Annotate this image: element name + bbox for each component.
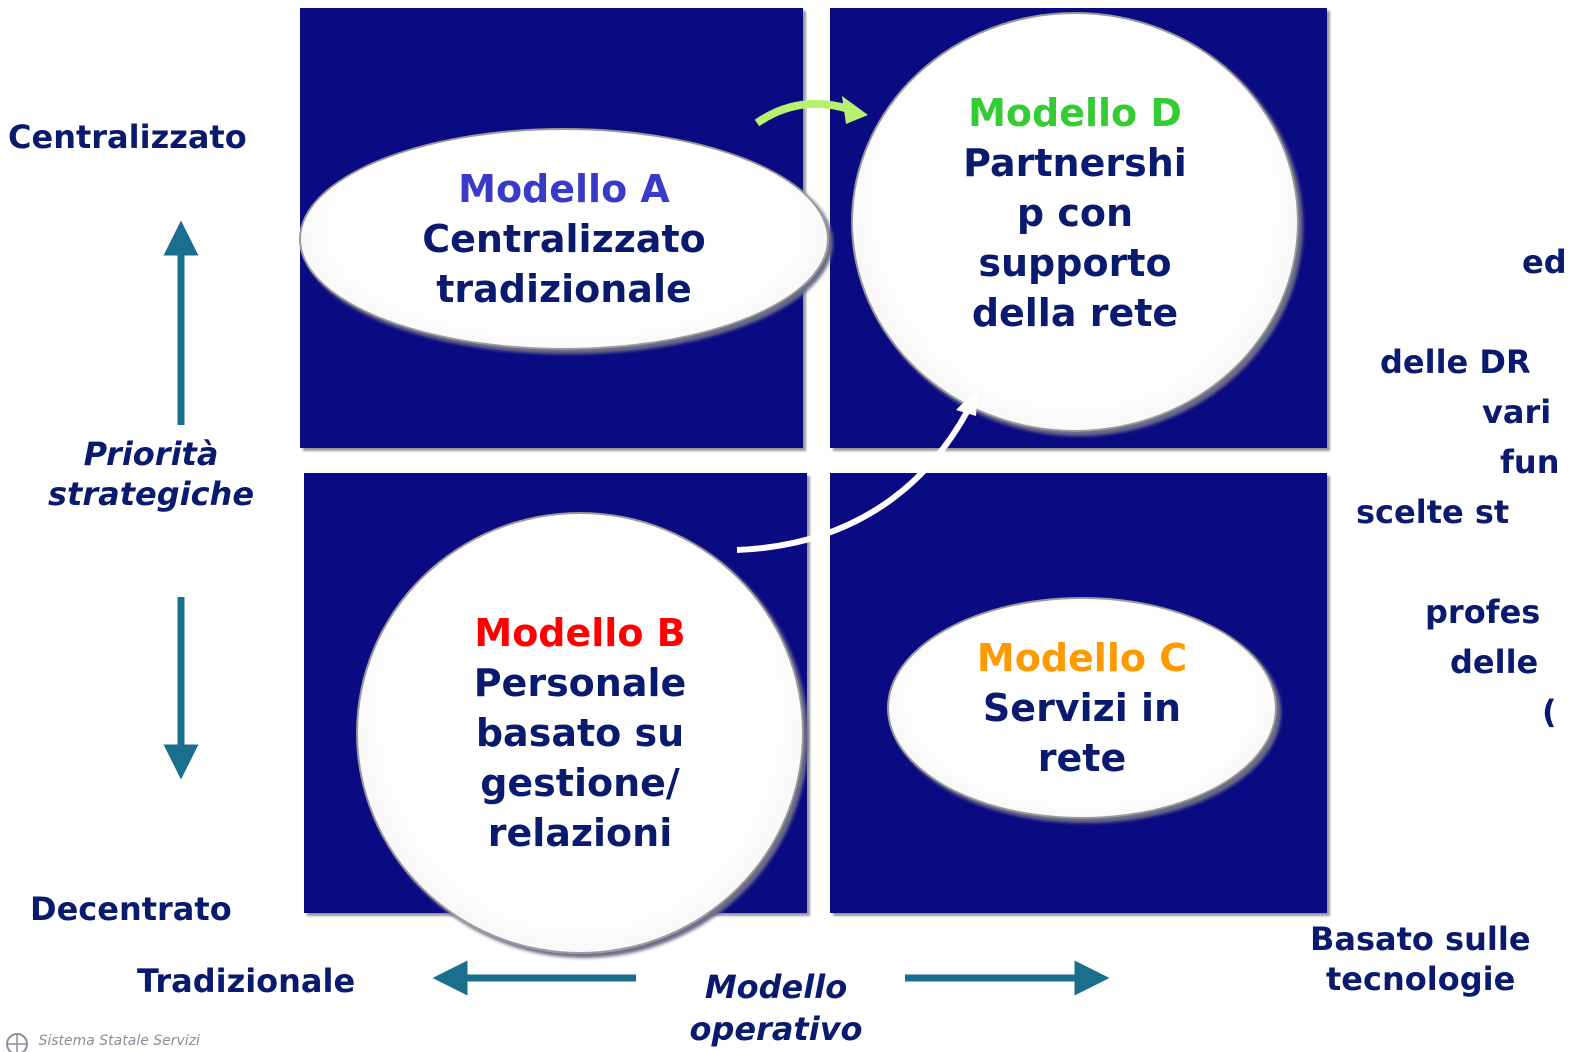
- transition-arrow-a-to-d: [754, 99, 854, 127]
- model-d-line: della rete: [971, 291, 1179, 335]
- axis-vertical-caption: Priorità strategiche: [30, 434, 272, 514]
- side-text-line: scelte st: [1356, 493, 1510, 531]
- axis-bottom-label: Decentrato: [30, 890, 232, 928]
- axis-right-label-line: tecnologie: [1326, 960, 1516, 998]
- side-text-line: [1330, 287, 1572, 337]
- side-text-line: fun: [1500, 443, 1560, 481]
- side-text-clip: ed delle DR vari fun scelte st profes de…: [1330, 0, 1572, 900]
- axis-horizontal-caption-line: operativo: [689, 1010, 863, 1048]
- side-text: ed delle DR vari fun scelte st profes de…: [1330, 237, 1572, 737]
- logo-text: Sistema Statale Servizi: [38, 1033, 200, 1049]
- model-a-title: Modello A: [458, 167, 670, 211]
- axis-right-label-line: Basato sulle: [1310, 920, 1531, 958]
- model-d-line: Partnershi: [963, 141, 1187, 185]
- model-d-line: supporto: [978, 241, 1172, 285]
- model-c-line: Servizi in: [982, 686, 1182, 730]
- side-text-line: delle: [1450, 643, 1539, 681]
- axis-horizontal-caption-line: Modello: [704, 968, 848, 1006]
- transition-arrow-b-to-d-head: [956, 388, 978, 416]
- model-d-ellipse: Modello D Partnershi p con supporto dell…: [851, 12, 1299, 432]
- side-text-line: [1330, 537, 1572, 587]
- axis-vertical-caption-line: Priorità: [83, 435, 219, 473]
- organization-logo: Sistema Statale Servizi: [0, 1030, 340, 1052]
- model-c-line: rete: [1037, 736, 1127, 780]
- axis-left-label: Tradizionale: [137, 962, 356, 1000]
- model-c-title: Modello C: [976, 636, 1188, 680]
- side-text-line: profes: [1425, 593, 1541, 631]
- transition-arrow-b-to-d: [736, 408, 971, 553]
- axis-top-label: Centralizzato: [8, 118, 247, 156]
- model-d-title: Modello D: [968, 91, 1182, 135]
- side-text-line: vari: [1482, 393, 1552, 431]
- model-b-ellipse: Modello B Personale basato su gestione/ …: [356, 512, 804, 954]
- model-b-line: gestione/: [480, 761, 680, 805]
- logo-emblem-icon: [6, 1033, 28, 1052]
- model-b-line: relazioni: [487, 811, 673, 855]
- axis-horizontal-caption: Modello operativo: [656, 966, 896, 1050]
- model-b-title: Modello B: [474, 611, 686, 655]
- model-d-line: p con: [1016, 191, 1134, 235]
- transition-arrow-a-to-d-head: [842, 96, 868, 124]
- model-b-line: basato su: [475, 711, 685, 755]
- side-text-line: (: [1542, 693, 1557, 731]
- side-text-line: ed: [1522, 243, 1567, 281]
- model-a-ellipse: Modello A Centralizzato tradizionale: [299, 128, 829, 350]
- model-c-ellipse: Modello C Servizi in rete: [887, 597, 1277, 819]
- axis-right-label: Basato sulle tecnologie: [1300, 919, 1572, 999]
- side-text-line: delle DR: [1380, 343, 1531, 381]
- model-a-line: tradizionale: [436, 267, 692, 311]
- model-b-line: Personale: [473, 661, 687, 705]
- model-a-line: Centralizzato: [422, 217, 706, 261]
- axis-vertical-caption-line: strategiche: [47, 475, 255, 513]
